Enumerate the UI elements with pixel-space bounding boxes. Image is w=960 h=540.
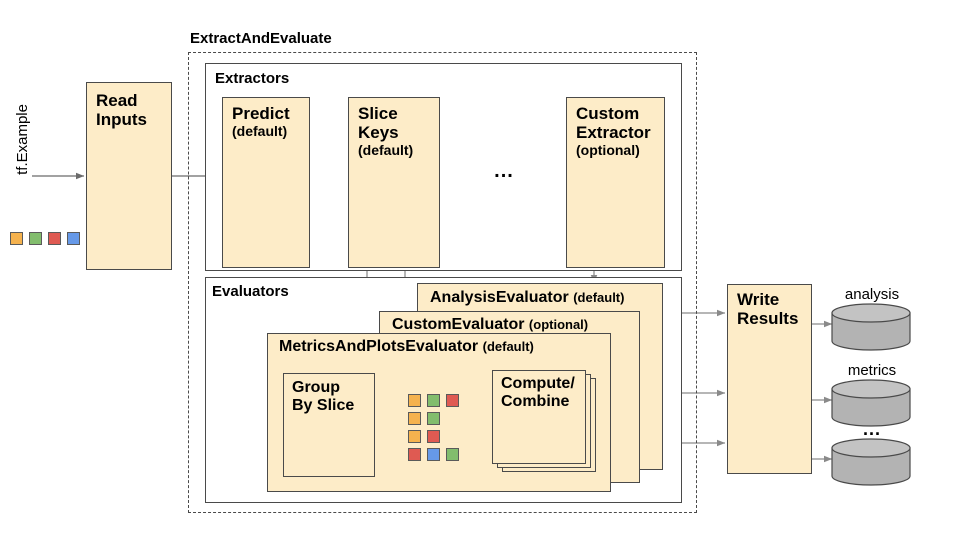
slice-swatch-r3-green — [446, 448, 459, 461]
slice-swatch-r3-blue — [427, 448, 440, 461]
cylinder-more — [831, 438, 911, 486]
slice-swatch-r0-red — [446, 394, 459, 407]
input-label-tf-example: tf.Example — [14, 104, 31, 175]
custom-extractor-line1: Custom — [576, 104, 640, 123]
group-by-slice-line1: Group — [292, 379, 340, 396]
analysis-evaluator-name: AnalysisEvaluator — [430, 289, 569, 306]
read-inputs-line2: Inputs — [96, 110, 147, 130]
output-label-analysis: analysis — [844, 286, 900, 303]
node-write-results[interactable]: Write Results — [727, 284, 812, 474]
predict-title: Predict — [232, 104, 290, 123]
output-label-metrics: metrics — [847, 362, 897, 379]
metrics-and-plots-evaluator-name: MetricsAndPlotsEvaluator — [279, 338, 479, 355]
write-results-line2: Results — [737, 309, 799, 329]
input-swatches — [10, 232, 90, 248]
custom-extractor-line2: Extractor — [576, 123, 651, 143]
group-title-evaluators: Evaluators — [212, 283, 289, 300]
custom-evaluator-name: CustomEvaluator — [392, 316, 525, 333]
custom-extractor-note: (optional) — [576, 142, 640, 159]
slice-swatch-r0-orange — [408, 394, 421, 407]
slice-swatch-grid — [408, 394, 468, 474]
cylinder-analysis — [831, 303, 911, 351]
compute-combine-line2: Combine — [501, 392, 570, 410]
slice-swatch-r2-red — [427, 430, 440, 443]
predict-note: (default) — [232, 123, 288, 140]
metrics-and-plots-evaluator-note: (default) — [482, 339, 534, 354]
node-compute-combine[interactable]: Compute/ Combine — [492, 370, 586, 464]
node-custom-extractor[interactable]: Custom Extractor (optional) — [566, 97, 665, 268]
compute-combine-line1: Compute/ — [501, 375, 575, 392]
node-predict[interactable]: Predict (default) — [222, 97, 310, 268]
write-results-line1: Write — [737, 290, 780, 309]
node-slice-keys[interactable]: Slice Keys (default) — [348, 97, 440, 268]
slice-swatch-r0-green — [427, 394, 440, 407]
slice-keys-line2: Keys — [358, 123, 399, 143]
output-label-more: ... — [862, 419, 881, 439]
node-read-inputs[interactable]: Read Inputs — [86, 82, 172, 270]
group-extract-and-evaluate — [188, 52, 697, 513]
slice-keys-note: (default) — [358, 142, 414, 159]
slice-swatch-r3-red — [408, 448, 421, 461]
slice-keys-line1: Slice — [358, 104, 398, 123]
custom-evaluator-note: (optional) — [528, 317, 589, 332]
input-swatch-blue — [67, 232, 80, 245]
group-by-slice-line2: By Slice — [292, 396, 355, 414]
group-title-extractors: Extractors — [215, 70, 290, 87]
read-inputs-line1: Read — [96, 91, 138, 110]
input-swatch-orange — [10, 232, 23, 245]
extractors-ellipsis: ... — [494, 160, 514, 182]
input-swatch-red — [48, 232, 61, 245]
group-title-extract-and-evaluate: ExtractAndEvaluate — [190, 30, 332, 47]
slice-swatch-r1-orange — [408, 412, 421, 425]
slice-swatch-r1-green — [427, 412, 440, 425]
slice-swatch-r2-orange — [408, 430, 421, 443]
input-swatch-green — [29, 232, 42, 245]
node-group-by-slice[interactable]: Group By Slice — [283, 373, 375, 477]
analysis-evaluator-note: (default) — [573, 290, 625, 305]
